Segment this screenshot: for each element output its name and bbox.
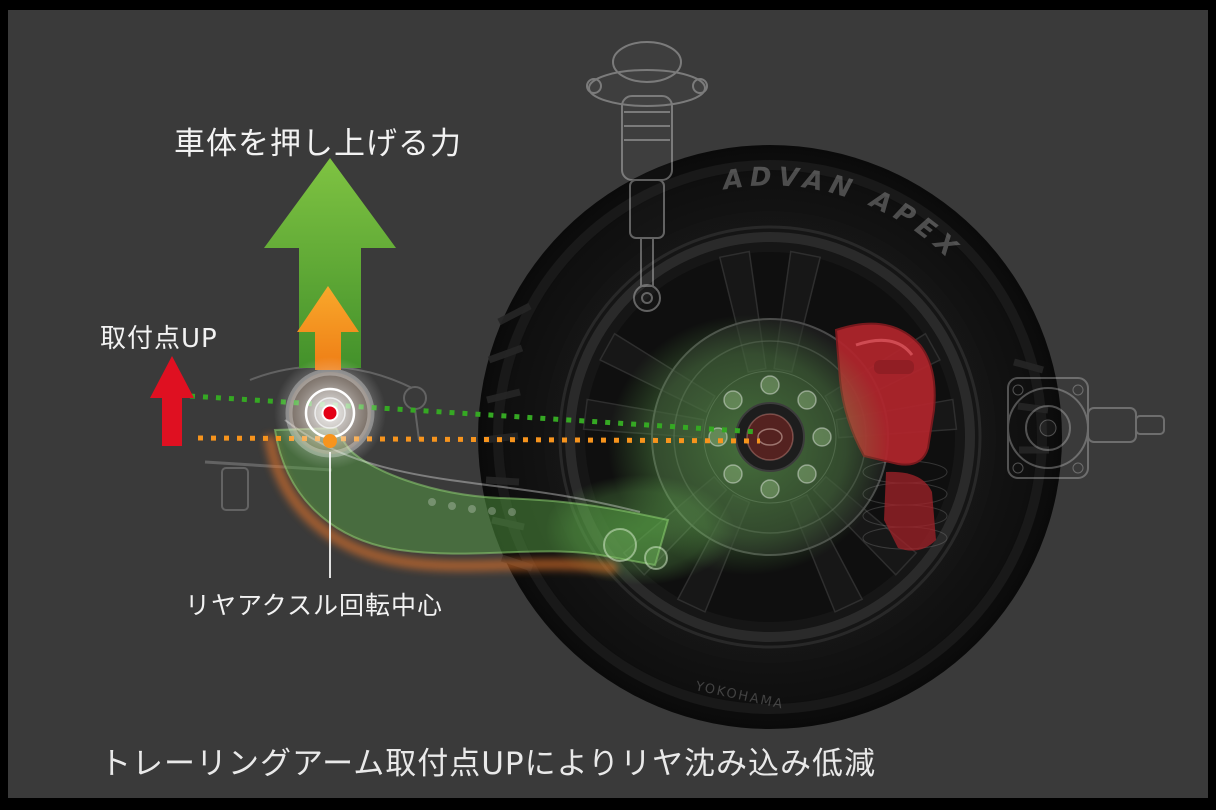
mount-bolt bbox=[586, 78, 602, 94]
red-up-arrow bbox=[150, 356, 194, 446]
green-up-arrow bbox=[264, 158, 396, 368]
orange-up-arrow bbox=[297, 286, 359, 370]
shock-lower-eye bbox=[633, 284, 661, 312]
rim-outer-ring bbox=[565, 232, 975, 642]
tire-sidewall-band bbox=[504, 171, 1036, 703]
pivot-red-dot bbox=[321, 404, 339, 422]
parking-brake-red bbox=[884, 471, 936, 551]
shock-top-mount bbox=[588, 69, 706, 107]
axle-hardware bbox=[1007, 377, 1165, 479]
arm-rear-bolt bbox=[644, 546, 668, 570]
shock-body bbox=[621, 95, 673, 181]
pivot-orange-dot bbox=[323, 434, 337, 448]
caption: トレーリングアーム取付点UPによりリヤ沈み込み低減 bbox=[100, 746, 876, 782]
shock-lower-tube bbox=[629, 179, 665, 239]
pivot-marker bbox=[274, 357, 386, 578]
arm-rear-bushing bbox=[603, 528, 637, 562]
shock-top-dome bbox=[612, 41, 682, 83]
mount-bolt bbox=[692, 78, 708, 94]
label-force-up: 車体を押し上げる力 bbox=[174, 126, 462, 162]
label-axle-center: リヤアクスル回転中心 bbox=[185, 591, 444, 620]
shock-absorber bbox=[586, 41, 708, 312]
shock-rod bbox=[640, 237, 654, 287]
hub-emblem bbox=[757, 428, 783, 446]
label-mount-up: 取付点UP bbox=[100, 324, 218, 354]
arm-orange-underglow bbox=[264, 434, 618, 574]
hub-bolts bbox=[708, 375, 832, 499]
arm-lightening-holes bbox=[428, 498, 516, 516]
rim-lip-highlight bbox=[558, 225, 982, 649]
wheel-hub bbox=[708, 375, 832, 499]
